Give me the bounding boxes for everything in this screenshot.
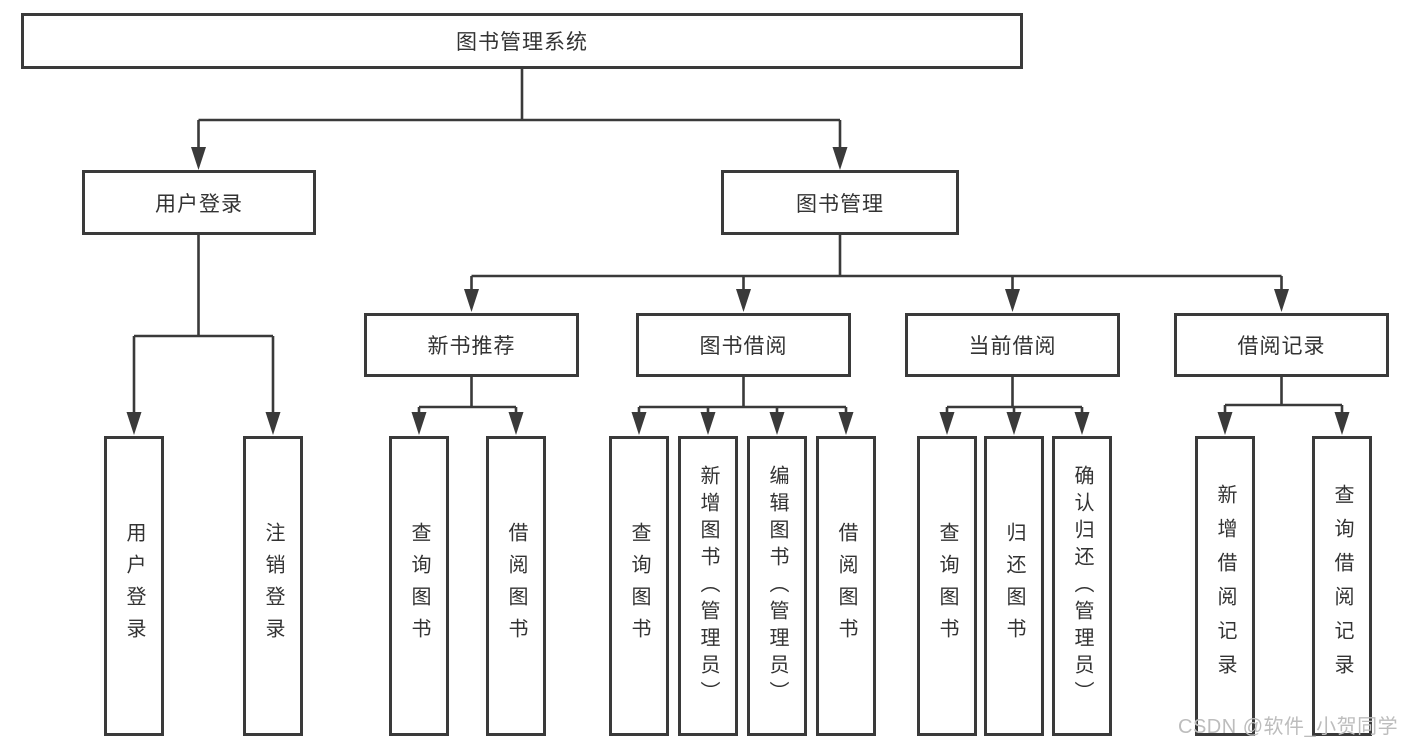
leaf-query-books-current-label: 查询图书 <box>936 522 958 650</box>
leaf-borrow-books-recommend-label: 借阅图书 <box>505 522 527 650</box>
leaf-query-books-current: 查询图书 <box>917 436 977 736</box>
leaf-return-book: 归还图书 <box>984 436 1044 736</box>
leaf-borrow-books-borrowing: 借阅图书 <box>816 436 876 736</box>
node-book-management: 图书管理 <box>721 170 959 235</box>
node-user-login: 用户登录 <box>82 170 316 235</box>
leaf-user-login-label: 用户登录 <box>123 522 145 650</box>
node-new-book-recommend-label: 新书推荐 <box>427 335 516 358</box>
leaf-borrow-books-borrowing-label: 借阅图书 <box>835 522 857 650</box>
node-book-borrowing-label: 图书借阅 <box>699 335 788 358</box>
leaf-return-book-label: 归还图书 <box>1003 522 1025 650</box>
node-user-login-label: 用户登录 <box>155 192 243 216</box>
node-book-borrowing: 图书借阅 <box>636 313 851 377</box>
leaf-query-books-recommend-label: 查询图书 <box>408 522 430 650</box>
node-root: 图书管理系统 <box>21 13 1023 69</box>
leaf-add-book-admin: 新增图书（管理员） <box>678 436 738 736</box>
node-book-management-label: 图书管理 <box>796 192 884 216</box>
leaf-user-login: 用户登录 <box>104 436 164 736</box>
node-borrowing-records: 借阅记录 <box>1174 313 1389 377</box>
leaf-logout: 注销登录 <box>243 436 303 736</box>
leaf-add-book-admin-label: 新增图书（管理员） <box>697 464 719 708</box>
leaf-query-books-borrowing: 查询图书 <box>609 436 669 736</box>
node-borrowing-records-label: 借阅记录 <box>1237 335 1326 358</box>
watermark: CSDN @软件_小贺同学 <box>1178 716 1399 738</box>
node-current-borrowing-label: 当前借阅 <box>968 335 1057 358</box>
node-root-label: 图书管理系统 <box>456 31 588 54</box>
leaf-edit-book-admin-label: 编辑图书（管理员） <box>766 464 788 708</box>
leaf-edit-book-admin: 编辑图书（管理员） <box>747 436 807 736</box>
leaf-query-books-recommend: 查询图书 <box>389 436 449 736</box>
leaf-borrow-books-recommend: 借阅图书 <box>486 436 546 736</box>
leaf-add-borrow-record-label: 新增借阅记录 <box>1214 484 1236 688</box>
leaf-query-borrow-record: 查询借阅记录 <box>1312 436 1372 736</box>
leaf-confirm-return-admin: 确认归还（管理员） <box>1052 436 1112 736</box>
leaf-confirm-return-admin-label: 确认归还（管理员） <box>1071 464 1093 708</box>
leaf-query-books-borrowing-label: 查询图书 <box>628 522 650 650</box>
leaf-add-borrow-record: 新增借阅记录 <box>1195 436 1255 736</box>
leaf-logout-label: 注销登录 <box>262 522 284 650</box>
leaf-query-borrow-record-label: 查询借阅记录 <box>1331 484 1353 688</box>
node-current-borrowing: 当前借阅 <box>905 313 1120 377</box>
node-new-book-recommend: 新书推荐 <box>364 313 579 377</box>
